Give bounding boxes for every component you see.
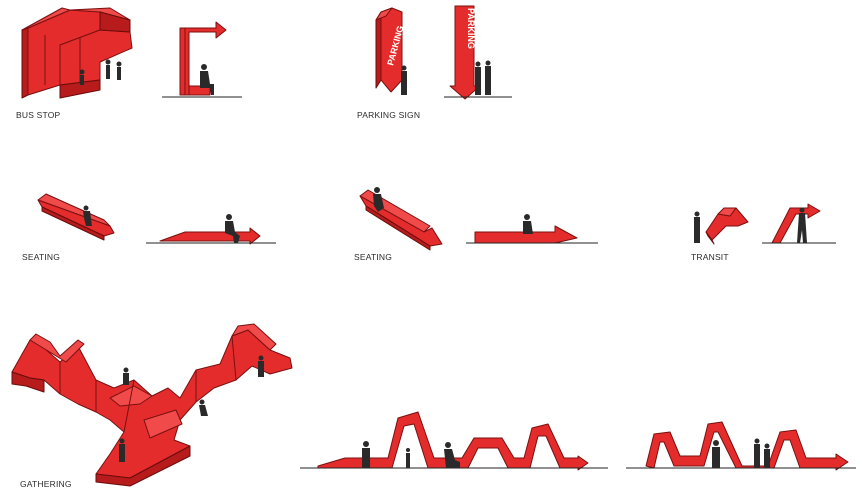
seating-isometric — [37, 193, 115, 241]
parking-sign-elevation: PARKING — [444, 5, 512, 100]
label-parking-sign: PARKING SIGN — [357, 110, 421, 120]
person-figure — [523, 214, 533, 234]
people-figures — [475, 60, 491, 95]
person-figure — [200, 64, 214, 95]
person-figure — [83, 205, 92, 226]
person-figure — [401, 65, 407, 95]
seating-elevation — [146, 227, 276, 245]
seating-isometric — [359, 189, 443, 251]
seating-elevation — [466, 225, 598, 244]
gathering-isometric — [11, 323, 293, 487]
bus-stop-isometric — [21, 7, 133, 99]
people-figures — [79, 59, 122, 85]
parking-sign-text-right: PARKING — [466, 8, 476, 49]
person-figure — [694, 211, 700, 243]
transit-isometric — [705, 207, 749, 245]
person-figure — [373, 187, 384, 212]
parking-sign-isometric: PARKING — [375, 7, 406, 93]
gathering-elevation — [626, 421, 856, 471]
label-transit: TRANSIT — [691, 252, 729, 262]
person-figure — [797, 207, 807, 243]
people-figures — [119, 355, 264, 462]
person-figure — [225, 214, 240, 243]
people-figures — [362, 441, 460, 468]
people-figures — [712, 438, 770, 468]
label-seating-2: SEATING — [354, 252, 393, 262]
label-gathering: GATHERING — [20, 479, 72, 489]
bus-stop-elevation — [162, 21, 242, 98]
label-seating-1: SEATING — [22, 252, 61, 262]
label-bus-stop: BUS STOP — [16, 110, 61, 120]
